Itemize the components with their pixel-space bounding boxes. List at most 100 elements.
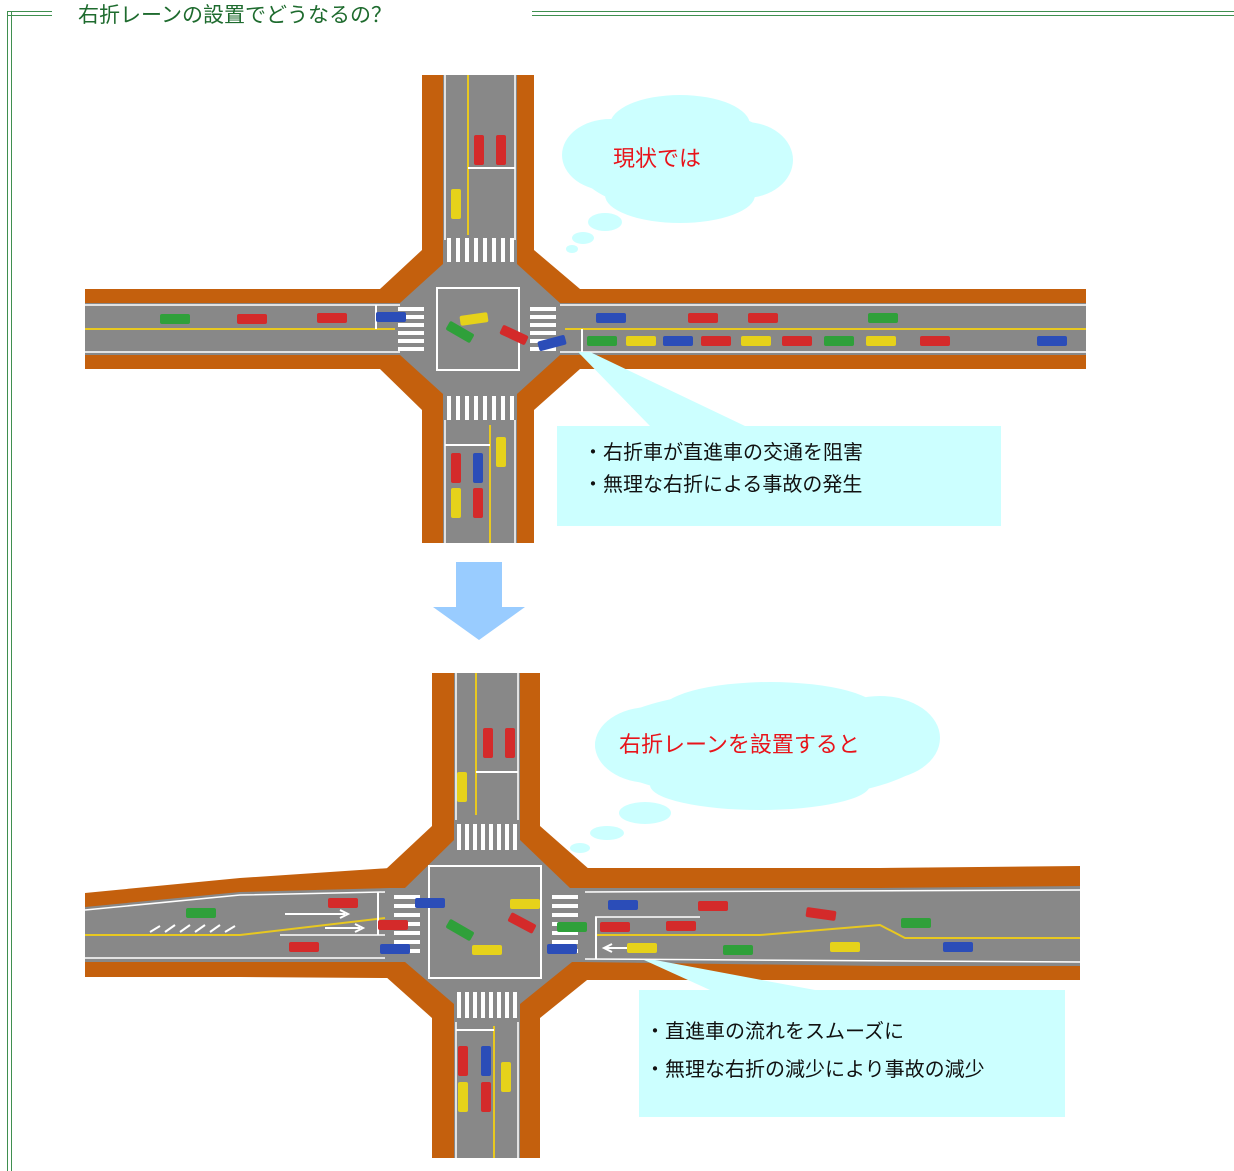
car bbox=[1037, 336, 1067, 346]
car bbox=[782, 336, 812, 346]
car bbox=[547, 944, 577, 954]
center-line bbox=[85, 917, 386, 936]
callout-pointer-after bbox=[644, 960, 815, 990]
car bbox=[328, 898, 358, 908]
car bbox=[505, 728, 515, 758]
car bbox=[472, 945, 502, 955]
car bbox=[507, 912, 537, 934]
car bbox=[458, 1082, 468, 1112]
corner-ne bbox=[534, 250, 580, 289]
crosswalk-west bbox=[398, 307, 424, 351]
car bbox=[663, 336, 693, 346]
car bbox=[451, 189, 461, 219]
intersection-before bbox=[85, 75, 1086, 543]
cars-horizontal bbox=[160, 312, 1067, 346]
crosswalk-south bbox=[447, 396, 514, 420]
car bbox=[473, 453, 483, 483]
edge-line bbox=[84, 891, 386, 911]
car bbox=[501, 1062, 511, 1092]
car bbox=[805, 907, 837, 921]
car bbox=[866, 336, 896, 346]
note-line: ・直進車の流れをスムーズに bbox=[645, 1019, 904, 1043]
car bbox=[587, 336, 617, 346]
cars-turning bbox=[446, 912, 537, 941]
car bbox=[626, 336, 656, 346]
frame-left-border bbox=[7, 11, 12, 1171]
corner-ne bbox=[540, 826, 590, 870]
corner-sw bbox=[380, 369, 422, 410]
cars-turning bbox=[446, 312, 567, 352]
crosswalk-north bbox=[457, 824, 517, 850]
car bbox=[380, 944, 410, 954]
corner-nw bbox=[385, 826, 432, 870]
page-title: 右折レーンの設置でどうなるの？ bbox=[78, 3, 392, 27]
car bbox=[748, 313, 778, 323]
car bbox=[474, 135, 484, 165]
car bbox=[666, 921, 696, 931]
crosswalk-south bbox=[457, 992, 517, 1018]
car bbox=[459, 312, 489, 326]
car bbox=[741, 336, 771, 346]
road-corner-sw bbox=[400, 355, 443, 394]
car bbox=[901, 918, 931, 928]
car bbox=[289, 942, 319, 952]
car bbox=[600, 922, 630, 932]
car bbox=[160, 314, 190, 324]
corner-se bbox=[540, 976, 592, 1018]
car bbox=[186, 908, 216, 918]
crosswalk-north bbox=[447, 238, 514, 262]
intersection-after bbox=[84, 673, 1081, 1158]
cars-horizontal bbox=[186, 898, 973, 955]
callout-pointer-before bbox=[578, 352, 745, 426]
car bbox=[824, 336, 854, 346]
car bbox=[510, 899, 540, 909]
down-arrow-icon bbox=[433, 562, 525, 640]
intersection-box bbox=[436, 287, 520, 371]
car bbox=[943, 942, 973, 952]
road-corner-ne bbox=[520, 840, 570, 888]
car bbox=[698, 901, 728, 911]
car bbox=[378, 920, 408, 930]
cars-vertical bbox=[457, 728, 515, 1112]
thought-bubble-after bbox=[570, 682, 940, 853]
title-background bbox=[52, 0, 532, 30]
car bbox=[481, 1082, 491, 1112]
car bbox=[473, 488, 483, 518]
road-corner-nw bbox=[400, 264, 443, 303]
car bbox=[451, 453, 461, 483]
car bbox=[688, 313, 718, 323]
car bbox=[701, 336, 731, 346]
car bbox=[723, 945, 753, 955]
frame-top-border bbox=[7, 11, 1234, 16]
car bbox=[415, 898, 445, 908]
note-line: ・無理な右折による事故の発生 bbox=[583, 472, 863, 496]
edge-line bbox=[584, 958, 1081, 963]
zebra-zone bbox=[149, 924, 236, 933]
car bbox=[499, 325, 529, 345]
road-corner-se bbox=[520, 962, 572, 1004]
bubble-text-after: 右折レーンを設置すると bbox=[619, 733, 860, 758]
road-corner-se bbox=[517, 355, 560, 394]
car bbox=[457, 772, 467, 802]
car bbox=[451, 488, 461, 518]
note-line: ・右折車が直進車の交通を阻害 bbox=[583, 440, 863, 464]
car bbox=[537, 334, 567, 352]
car bbox=[608, 900, 638, 910]
car bbox=[557, 922, 587, 932]
road-corner-sw bbox=[405, 962, 454, 1004]
bubble-text-before: 現状では bbox=[613, 147, 702, 172]
car bbox=[496, 437, 506, 467]
car bbox=[830, 942, 860, 952]
car bbox=[446, 321, 474, 343]
car bbox=[496, 135, 506, 165]
car bbox=[446, 919, 474, 941]
car bbox=[920, 336, 950, 346]
corner-nw bbox=[380, 250, 422, 289]
car bbox=[458, 1046, 468, 1076]
corner-se bbox=[534, 369, 580, 410]
car bbox=[596, 313, 626, 323]
car bbox=[868, 313, 898, 323]
car bbox=[237, 314, 267, 324]
car bbox=[481, 1046, 491, 1076]
